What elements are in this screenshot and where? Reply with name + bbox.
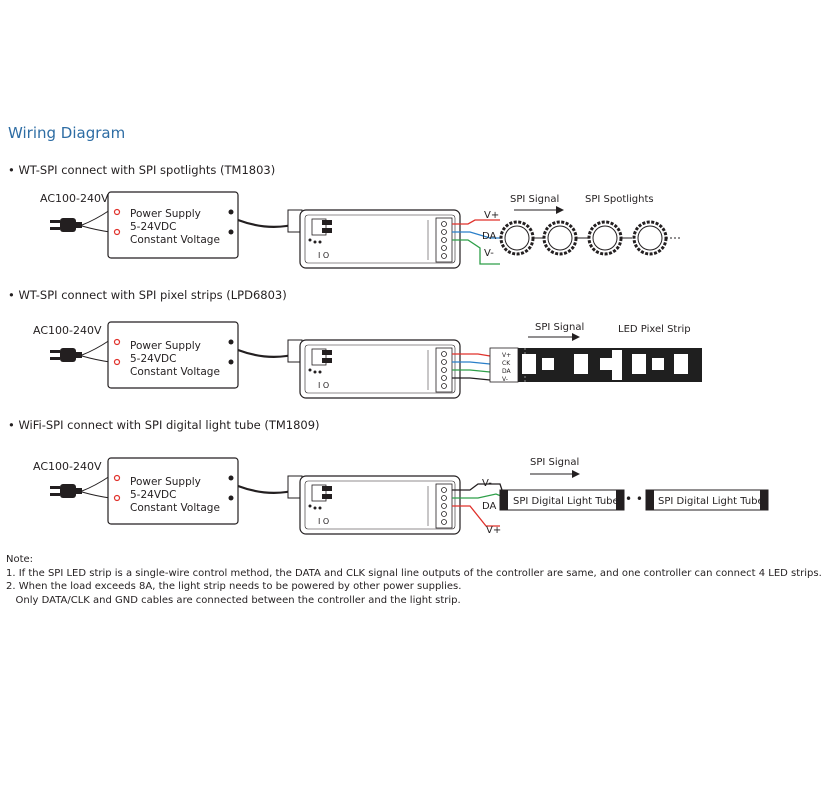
pin-label-da: DA [482, 231, 497, 242]
pin-label-v-plus: V+ [484, 210, 499, 221]
signal-arrow-icon [556, 206, 564, 214]
psu-line-3: Constant Voltage [130, 234, 220, 246]
load-label: SPI Spotlights [585, 194, 654, 205]
section-2-heading: • WT-SPI connect with SPI pixel strips (… [8, 288, 287, 302]
svg-text:I O: I O [318, 251, 329, 260]
strip-pin-ck: CK [502, 360, 511, 367]
ac-plug-icon [50, 484, 82, 498]
note-line-1: 1. If the SPI LED strip is a single-wire… [6, 567, 822, 579]
psu-line-1: Power Supply [130, 208, 201, 220]
psu-line-2: 5-24VDC [130, 221, 176, 233]
strip-pin-da: DA [502, 368, 512, 375]
pin-label-da: DA [482, 501, 497, 512]
ac-plug-icon [50, 348, 82, 362]
psu-line-3: Constant Voltage [130, 502, 220, 514]
strip-pin-v-plus: V+ [502, 352, 511, 359]
pin-label-v-plus: V+ [486, 525, 501, 536]
ac-plug-icon [50, 218, 82, 232]
page-title: Wiring Diagram [8, 124, 126, 142]
tube-label: SPI Digital Light Tube [658, 496, 764, 507]
note-block: Note: 1. If the SPI LED strip is a singl… [6, 553, 822, 607]
light-tube-2: SPI Digital Light Tube [645, 489, 769, 511]
note-heading: Note: [6, 554, 34, 565]
spi-controller: I O [287, 475, 461, 535]
section-3-diagram: AC100-240V Power Supply 5-24VDC Constant… [33, 457, 769, 536]
psu-line-1: Power Supply [130, 476, 201, 488]
signal-label: SPI Signal [530, 457, 579, 468]
light-tube-1: SPI Digital Light Tube [499, 489, 625, 511]
ac-label: AC100-240V [40, 192, 109, 205]
power-supply-box [107, 457, 239, 525]
signal-arrow-icon [572, 470, 580, 478]
spi-controller: I O [287, 209, 461, 269]
svg-text:I O: I O [318, 381, 329, 390]
strip-pin-v-minus: V- [502, 376, 508, 383]
svg-text:I O: I O [318, 517, 329, 526]
signal-label: SPI Signal [535, 322, 584, 333]
spi-controller: I O [287, 339, 461, 399]
section-2-diagram: AC100-240V Power Supply 5-24VDC Constant… [33, 321, 702, 399]
section-1-heading: • WT-SPI connect with SPI spotlights (TM… [8, 163, 276, 177]
ac-label: AC100-240V [33, 460, 102, 473]
load-label: LED Pixel Strip [618, 324, 691, 335]
power-supply-box [107, 191, 239, 259]
signal-label: SPI Signal [510, 194, 559, 205]
section-1-diagram: AC100-240V Power Supply 5-24VDC Constant… [40, 191, 680, 269]
note-line-2: 2. When the load exceeds 8A, the light s… [6, 581, 462, 592]
note-line-3: Only DATA/CLK and GND cables are connect… [6, 594, 461, 606]
psu-line-2: 5-24VDC [130, 353, 176, 365]
psu-line-2: 5-24VDC [130, 489, 176, 501]
psu-line-1: Power Supply [130, 340, 201, 352]
led-pixel-strip: V+ CK DA V- [489, 347, 702, 383]
pin-label-v-minus: V- [484, 248, 494, 259]
tube-label: SPI Digital Light Tube [513, 496, 619, 507]
section-3-heading: • WiFi-SPI connect with SPI digital ligh… [8, 418, 320, 432]
signal-arrow-icon [572, 333, 580, 341]
ac-label: AC100-240V [33, 324, 102, 337]
pin-label-v-minus: V- [482, 478, 492, 489]
power-supply-box [107, 321, 239, 389]
spotlight-chain [499, 220, 680, 256]
psu-line-3: Constant Voltage [130, 366, 220, 378]
